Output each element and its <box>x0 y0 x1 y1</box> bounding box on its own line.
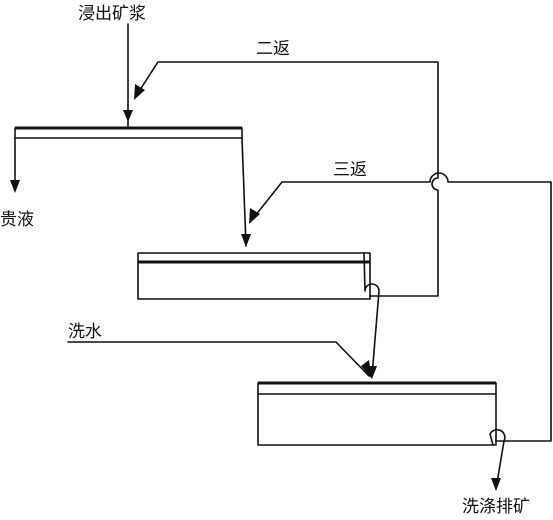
return3-label: 三返 <box>333 160 367 180</box>
thickener-2-body <box>137 252 371 300</box>
return2-label: 二返 <box>256 39 290 59</box>
thickener-1-body <box>14 127 243 139</box>
underflow-2-line <box>363 252 380 377</box>
discharge-label: 洗涤排矿 <box>462 497 530 515</box>
return3-line <box>250 172 552 442</box>
wash-water-arrow-icon <box>361 360 372 379</box>
return3-arrow-icon <box>249 208 260 224</box>
discharge-line <box>489 428 506 490</box>
feed-label: 浸出矿浆 <box>78 4 146 24</box>
pregnant-solution-label: 贵液 <box>0 210 34 230</box>
feed-arrow-icon <box>123 110 133 122</box>
wash-water-label: 洗水 <box>68 322 102 342</box>
thickener-2 <box>137 252 371 300</box>
underflow-1-line <box>241 137 247 247</box>
underflow-1-arrow-icon <box>241 234 251 247</box>
thickener-3-body <box>257 382 497 446</box>
discharge-arrow-icon <box>491 478 501 491</box>
thickener-3 <box>257 381 497 446</box>
return2-line <box>135 61 439 297</box>
wash-water-line <box>67 341 370 377</box>
return2-arrow-icon <box>134 84 145 100</box>
thickener-1 <box>14 126 243 139</box>
pregnant-solution-arrow-icon <box>10 180 20 193</box>
